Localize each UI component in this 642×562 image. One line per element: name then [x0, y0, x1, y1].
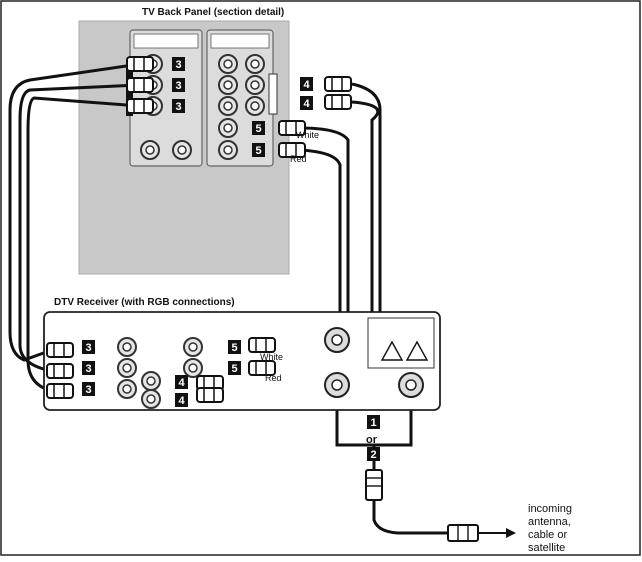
receiver-h-jack: [141, 371, 161, 391]
tv-component-label-box: [133, 33, 199, 49]
receiver-rgb-jack-2: [117, 358, 137, 378]
step-badge-4a: [300, 77, 313, 91]
tv-dtv-audio-right-jack: [218, 140, 238, 160]
receiver-white-label: White: [260, 352, 283, 362]
step-badge-3d-text: 3: [85, 342, 91, 354]
step-badge-5d-text: 5: [231, 363, 237, 375]
step-badge-5c-text: 5: [231, 342, 237, 354]
step-badge-5c: [228, 340, 241, 354]
incoming-label-line-2: antenna,: [528, 516, 571, 528]
or-label: or: [366, 434, 378, 446]
step-badge-5a-text: 5: [255, 123, 261, 135]
tv-dtv-jack-4: [245, 54, 265, 74]
tv-component-plug-y: [126, 56, 154, 72]
receiver-rf-out-jack-core: [331, 334, 343, 346]
tv-dtv-jack-5: [245, 75, 265, 95]
step-badge-1: [367, 415, 380, 429]
tv-dtv-jack-6: [245, 96, 265, 116]
receiver-v-jack: [141, 389, 161, 409]
receiver-v-plug: [196, 387, 224, 403]
receiver-rgb-jack-3: [117, 379, 137, 399]
step-badge-3b: [172, 78, 185, 92]
receiver-rgb-plug-3: [46, 383, 74, 399]
step-badge-4b-text: 4: [303, 98, 310, 110]
step-badge-3c: [172, 99, 185, 113]
receiver-rgb-plug-2: [46, 363, 74, 379]
component-cable-pb: [18, 83, 141, 373]
tv-panel-title: TV Back Panel (section detail): [142, 7, 284, 18]
receiver-audio-plug-white: [248, 337, 276, 353]
step-badge-3f-text: 3: [85, 384, 91, 396]
step-badge-2-text: 2: [370, 449, 376, 461]
tv-component-plug-pr: [126, 98, 154, 114]
step-badge-5d: [228, 361, 241, 375]
step-badge-3f: [82, 382, 95, 396]
incoming-label-line-1: incoming: [528, 503, 572, 515]
incoming-label-line-4: satellite: [528, 542, 565, 554]
step-badge-4b: [300, 96, 313, 110]
caution-icon: [380, 340, 404, 361]
step-badge-5a: [252, 121, 265, 135]
tv-audio-left-jack: [140, 140, 160, 160]
step-badge-2: [367, 447, 380, 461]
tv-dtv-jack-1: [218, 54, 238, 74]
receiver-audio-left-jack: [183, 337, 203, 357]
tv-hv-plug-h: [324, 76, 352, 92]
tv-hv-label-strip: [268, 73, 278, 115]
tv-red-label: Red: [290, 154, 307, 164]
step-badge-5b: [252, 143, 265, 157]
tv-hv-plug-v: [324, 94, 352, 110]
receiver-satellite-in-jack-core: [405, 379, 417, 391]
step-badge-1-text: 1: [370, 417, 376, 429]
component-cable-pr: [26, 96, 141, 393]
step-badge-4d: [175, 393, 188, 407]
receiver-red-label: Red: [265, 373, 282, 383]
step-badge-4a-text: 4: [303, 79, 310, 91]
step-badge-5b-text: 5: [255, 145, 261, 157]
step-badge-4d-text: 4: [178, 395, 185, 407]
tv-dtv-jack-2: [218, 75, 238, 95]
coax-f-connector-top: [365, 469, 383, 501]
incoming-arrow-icon: [506, 528, 516, 538]
receiver-title: DTV Receiver (with RGB connections): [54, 297, 235, 308]
step-badge-3e-text: 3: [85, 363, 91, 375]
step-badge-3a: [172, 57, 185, 71]
tv-dtv-audio-left-jack: [218, 118, 238, 138]
receiver-rgb-jack-1: [117, 337, 137, 357]
tv-dtv-jack-3: [218, 96, 238, 116]
receiver-rgb-plug-1: [46, 342, 74, 358]
receiver-rf-in-jack-core: [331, 379, 343, 391]
step-badge-3b-text: 3: [175, 80, 181, 92]
receiver-audio-right-jack: [183, 358, 203, 378]
tv-white-label: White: [296, 130, 319, 140]
warning-icon: [405, 340, 429, 361]
component-cable-y: [8, 62, 141, 362]
step-badge-4c: [175, 375, 188, 389]
step-badge-3a-text: 3: [175, 59, 181, 71]
tv-dtv-label-box: [210, 33, 270, 49]
step-badge-3e: [82, 361, 95, 375]
step-badge-3d: [82, 340, 95, 354]
tv-audio-right-jack: [172, 140, 192, 160]
step-badge-3c-text: 3: [175, 101, 181, 113]
step-badge-4c-text: 4: [178, 377, 185, 389]
tv-component-plug-pb: [126, 77, 154, 93]
coax-feed-line: [372, 500, 448, 535]
coax-f-connector-end: [447, 524, 479, 542]
incoming-label-line-3: cable or: [528, 529, 567, 541]
